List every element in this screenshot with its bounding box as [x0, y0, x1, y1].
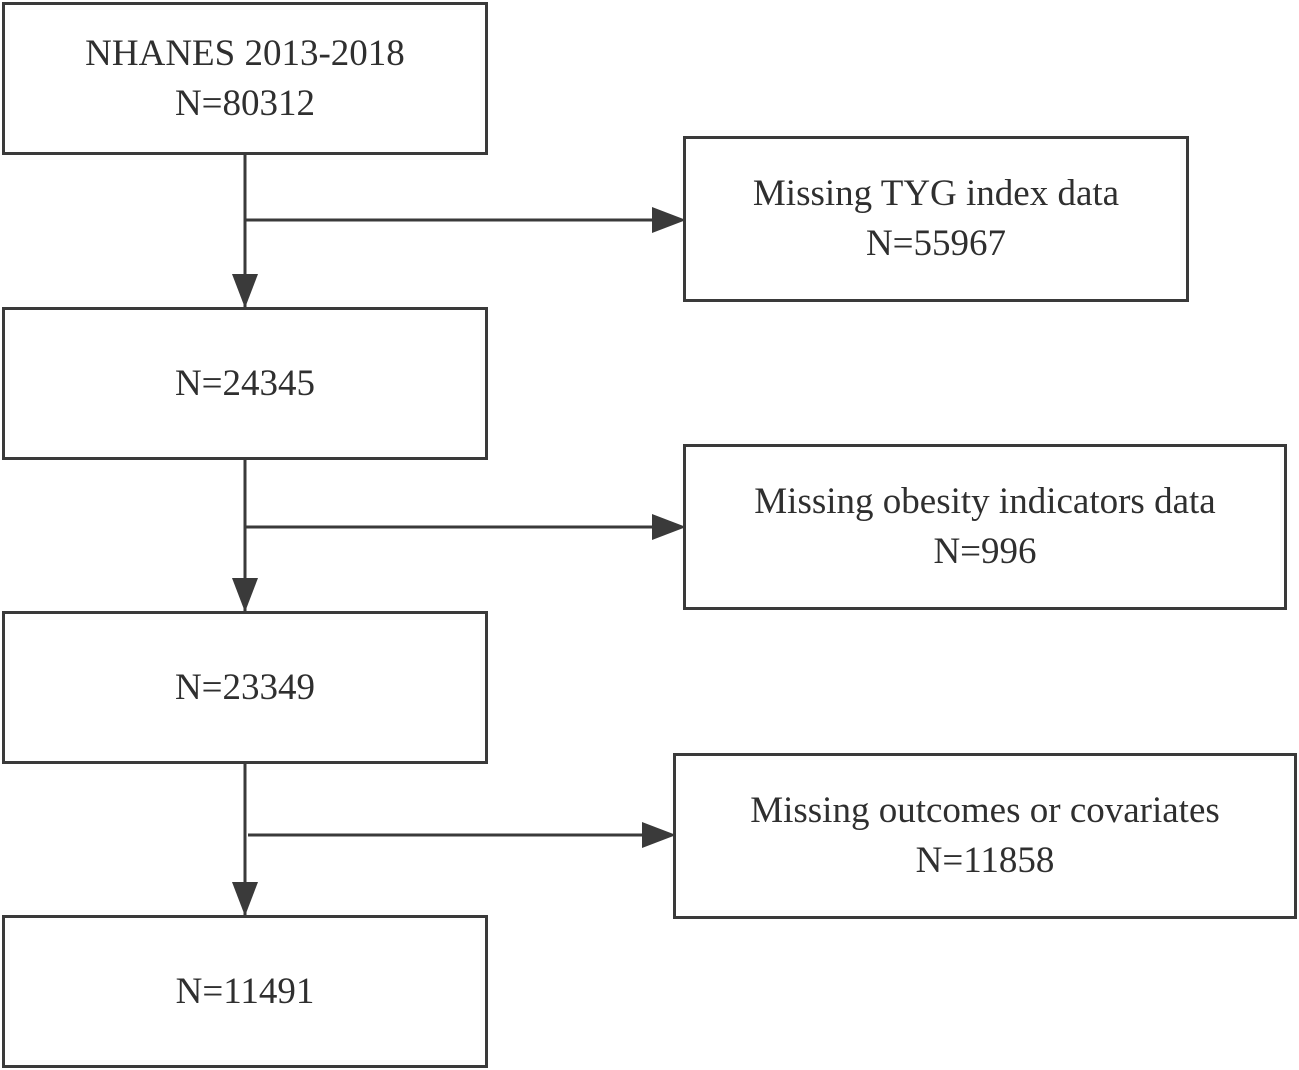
step-2-count: N=24345 [174, 362, 316, 404]
down-arrowhead-2 [232, 578, 258, 612]
down-arrowhead-3 [232, 882, 258, 916]
exclusion-box-3: Missing outcomes or covariates N=11858 [673, 753, 1297, 919]
step-1-count: N=80312 [174, 82, 316, 124]
step-box-1: NHANES 2013-2018 N=80312 [2, 2, 488, 155]
exclusion-1-count: N=55967 [865, 223, 1007, 264]
exclusion-2-reason: Missing obesity indicators data [754, 481, 1216, 522]
exclusion-3-count: N=11858 [915, 840, 1055, 881]
step-3-count: N=23349 [174, 666, 316, 708]
down-arrowhead-1 [232, 274, 258, 308]
side-arrowhead-2 [652, 514, 686, 540]
exclusion-2-count: N=996 [933, 531, 1037, 572]
exclusion-box-2: Missing obesity indicators data N=996 [683, 444, 1287, 610]
step-1-title: NHANES 2013-2018 [85, 32, 405, 74]
side-arrowhead-3 [642, 822, 676, 848]
step-4-count: N=11491 [175, 970, 315, 1012]
step-box-2: N=24345 [2, 307, 488, 460]
exclusion-3-reason: Missing outcomes or covariates [750, 790, 1220, 831]
side-arrowhead-1 [652, 207, 686, 233]
step-box-3: N=23349 [2, 611, 488, 764]
exclusion-1-reason: Missing TYG index data [752, 173, 1120, 214]
step-box-4: N=11491 [2, 915, 488, 1068]
exclusion-box-1: Missing TYG index data N=55967 [683, 136, 1189, 302]
